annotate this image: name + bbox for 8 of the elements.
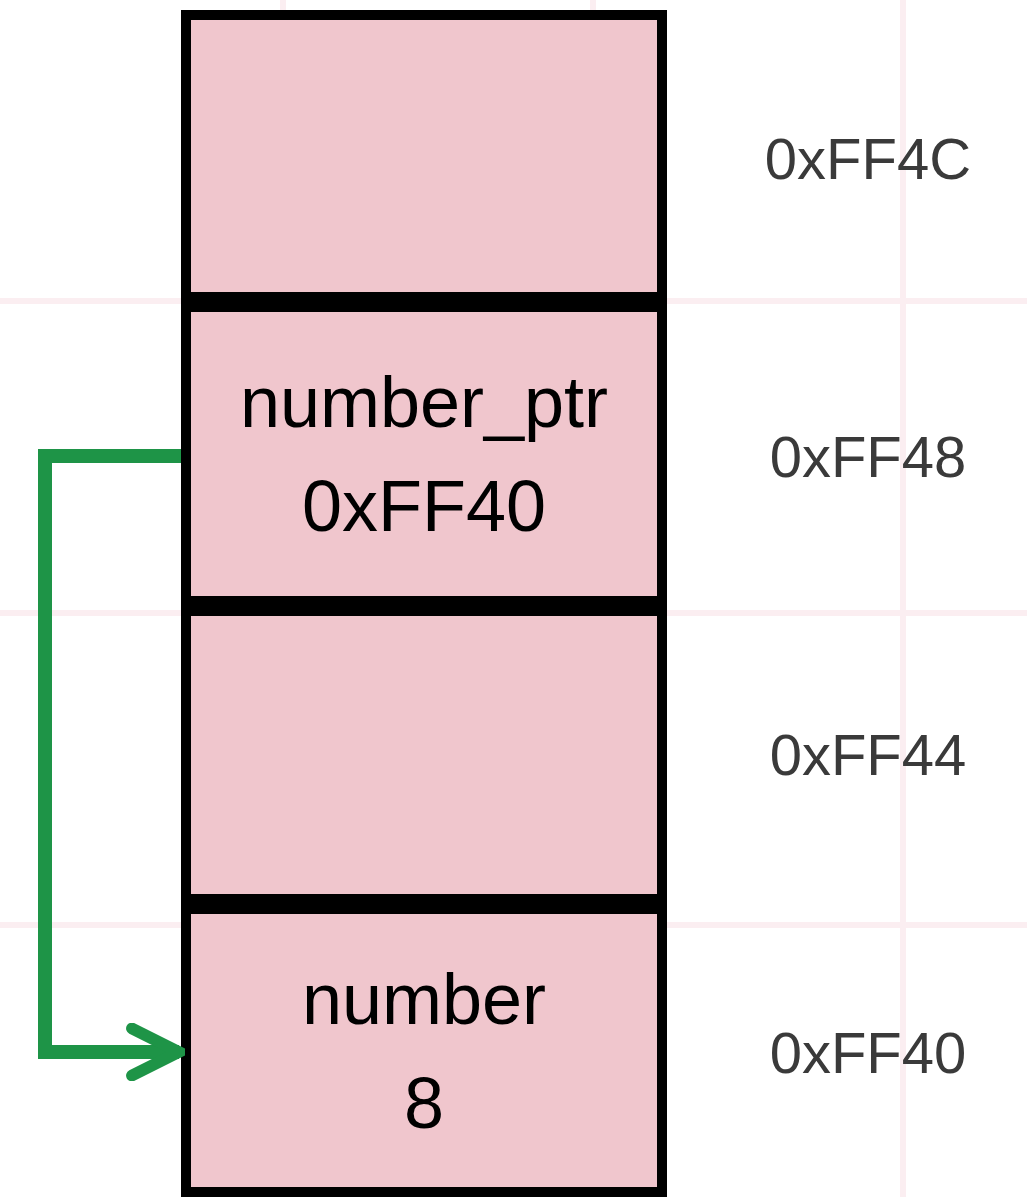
variable-value: 8 [403, 1061, 444, 1145]
variable-name: number_ptr [239, 361, 609, 444]
memory-address: 0xFF40 [769, 1018, 967, 1086]
variable-value: 0xFF40 [301, 465, 547, 548]
variable-name: number [301, 957, 547, 1041]
memory-address: 0xFF44 [769, 720, 967, 788]
memory-address: 0xFF4C [764, 124, 972, 192]
memory-address: 0xFF48 [769, 422, 967, 490]
